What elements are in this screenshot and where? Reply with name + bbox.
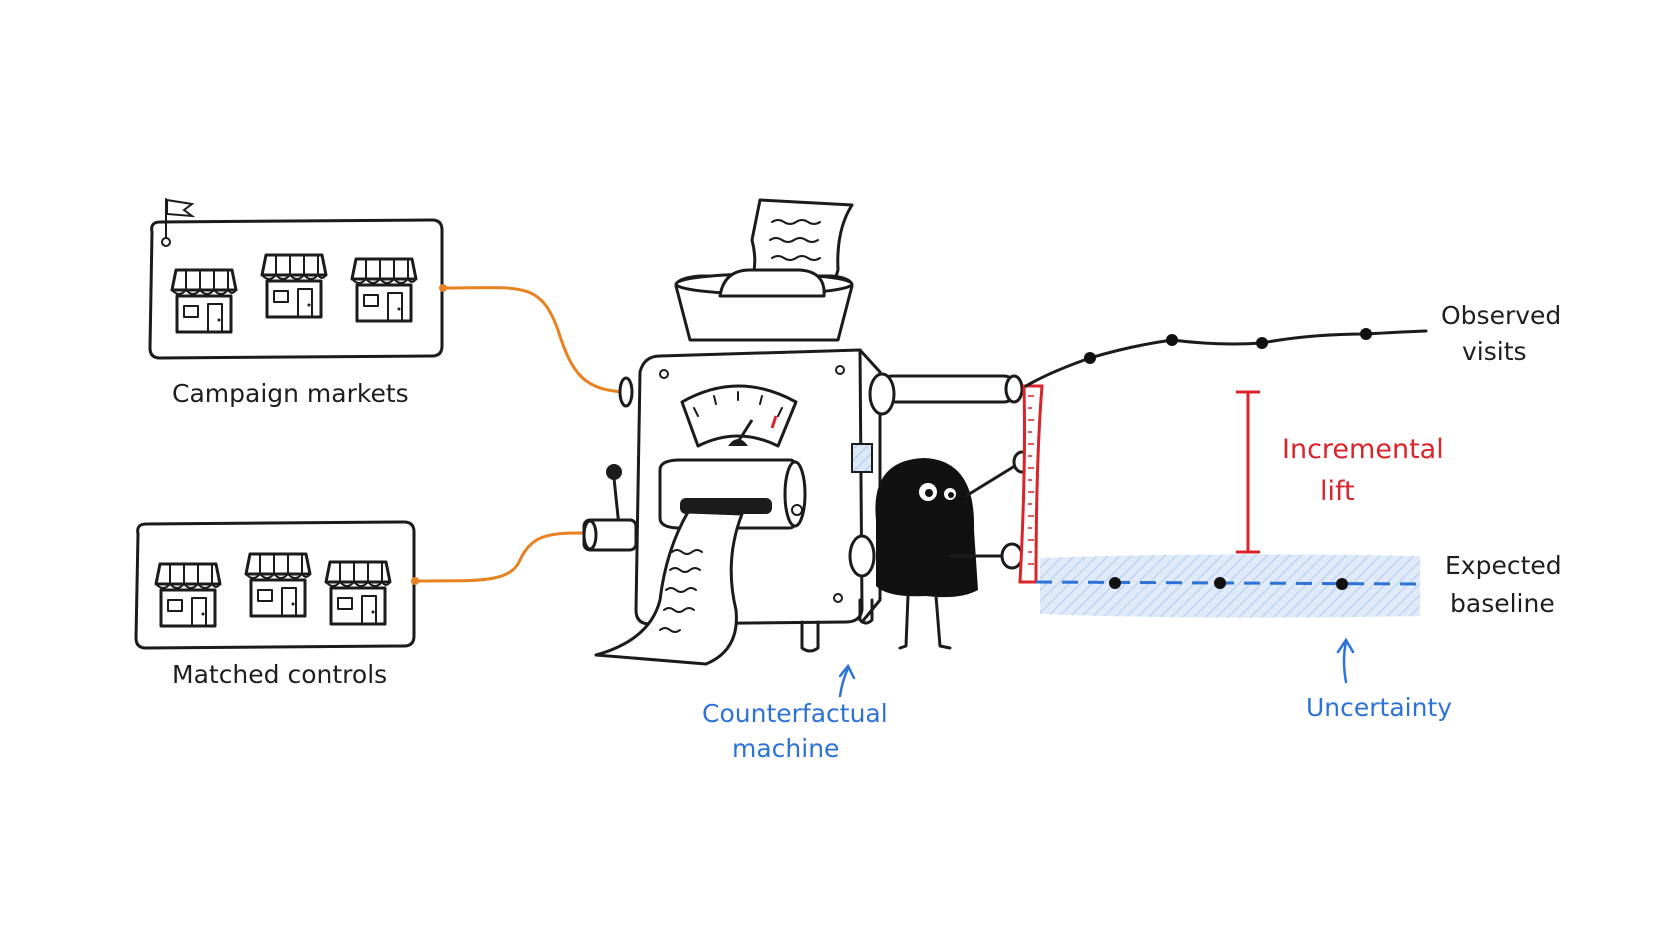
machine-arrow [838,663,856,698]
expected-label-line1: Expected [1445,551,1562,580]
ruler-icon [1018,384,1044,584]
lever-icon [582,464,638,552]
store-icon [260,253,328,319]
store-icon [324,560,392,626]
observed-point [1360,328,1372,340]
observed-point [1084,352,1096,364]
baseline-point [1336,578,1348,590]
observed-point [1166,334,1178,346]
campaign-markets-group: Campaign markets [148,198,444,408]
flag-icon [161,198,196,247]
campaign-markets-box [148,218,444,360]
character-figure [875,450,1032,650]
counterfactual-label-line1: Counterfactual [702,699,888,728]
lift-label-line2: lift [1320,476,1355,507]
store-icon [154,562,222,628]
matched-controls-label: Matched controls [172,660,387,689]
baseline-point [1214,577,1226,589]
counterfactual-label-line2: machine [732,734,839,763]
matched-controls-box [134,520,416,650]
controls-connector [413,531,584,583]
store-icon [244,552,312,618]
campaign-markets-label: Campaign markets [172,379,409,408]
uncertainty-label: Uncertainty [1306,693,1452,722]
expected-label-line2: baseline [1450,589,1555,618]
uncertainty-arrow [1336,637,1355,684]
lift-label-line1: Incremental [1282,434,1444,465]
observed-label-line2: visits [1462,337,1527,366]
baseline-point [1109,577,1121,589]
counterfactual-machine [582,198,1024,666]
expected-baseline-line [1035,580,1421,586]
campaign-connector [441,286,627,394]
gauge-icon [680,384,798,448]
matched-controls-group: Matched controls [134,520,416,689]
uncertainty-band [1040,554,1420,618]
store-icon [170,268,238,334]
observed-label-line1: Observed [1441,301,1561,330]
store-icon [350,257,418,323]
incremental-lift-bracket [1236,390,1260,554]
observed-point [1256,337,1268,349]
